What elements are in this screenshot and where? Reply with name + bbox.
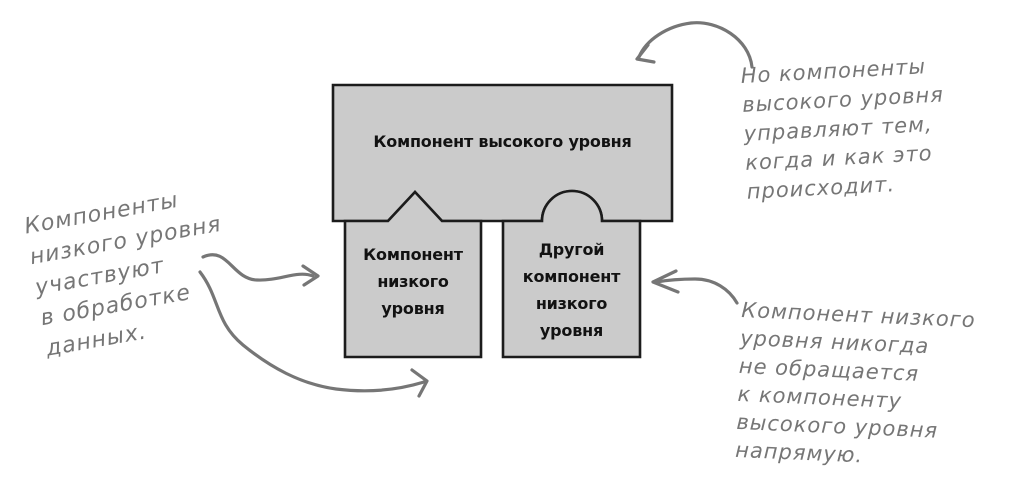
low-level-box-left-label-line: Компонент (363, 245, 463, 264)
top-right-note-arc-arrow-icon (637, 21, 754, 69)
low-level-box-right-shape (501, 189, 642, 359)
low-level-box-right-label-line: компонент (522, 267, 621, 286)
bottom-right-handwritten-note: Компонент низкого уровня никогда не обра… (735, 296, 977, 474)
low-level-box-left-shape (343, 190, 483, 359)
bottom-right-note-arrowhead-icon (651, 269, 680, 294)
low-level-box-left-label-line: низкого (377, 272, 449, 291)
bottom-right-note-arrow-icon (654, 277, 739, 305)
left-note-lower-arrowhead-icon (410, 368, 429, 398)
low-level-box-right-label: Другой компонент низкого уровня (503, 236, 640, 344)
left-note-upper-arrowhead-icon (301, 264, 320, 287)
low-level-box-left-label-line: уровня (381, 299, 445, 318)
low-level-box-left-label: Компонент низкого уровня (345, 241, 481, 322)
left-note-lower-arrow-icon (198, 270, 426, 393)
low-level-box-right-label-line: низкого (535, 294, 608, 313)
left-handwritten-note: Компоненты низкого уровня участвуют в об… (22, 178, 240, 364)
low-level-box-right-label-line: уровня (539, 321, 604, 340)
top-right-note-arrowhead-icon (635, 43, 656, 64)
top-right-handwritten-note: Но компоненты высокого уровня управляют … (740, 51, 949, 206)
high-level-box-label: Компонент высокого уровня (333, 85, 672, 197)
left-note-upper-arrow-icon (201, 253, 315, 282)
low-level-box-right-label-line: Другой (538, 240, 605, 259)
annotation-arrows (198, 21, 754, 398)
high-level-box-label-text: Компонент высокого уровня (373, 131, 632, 151)
